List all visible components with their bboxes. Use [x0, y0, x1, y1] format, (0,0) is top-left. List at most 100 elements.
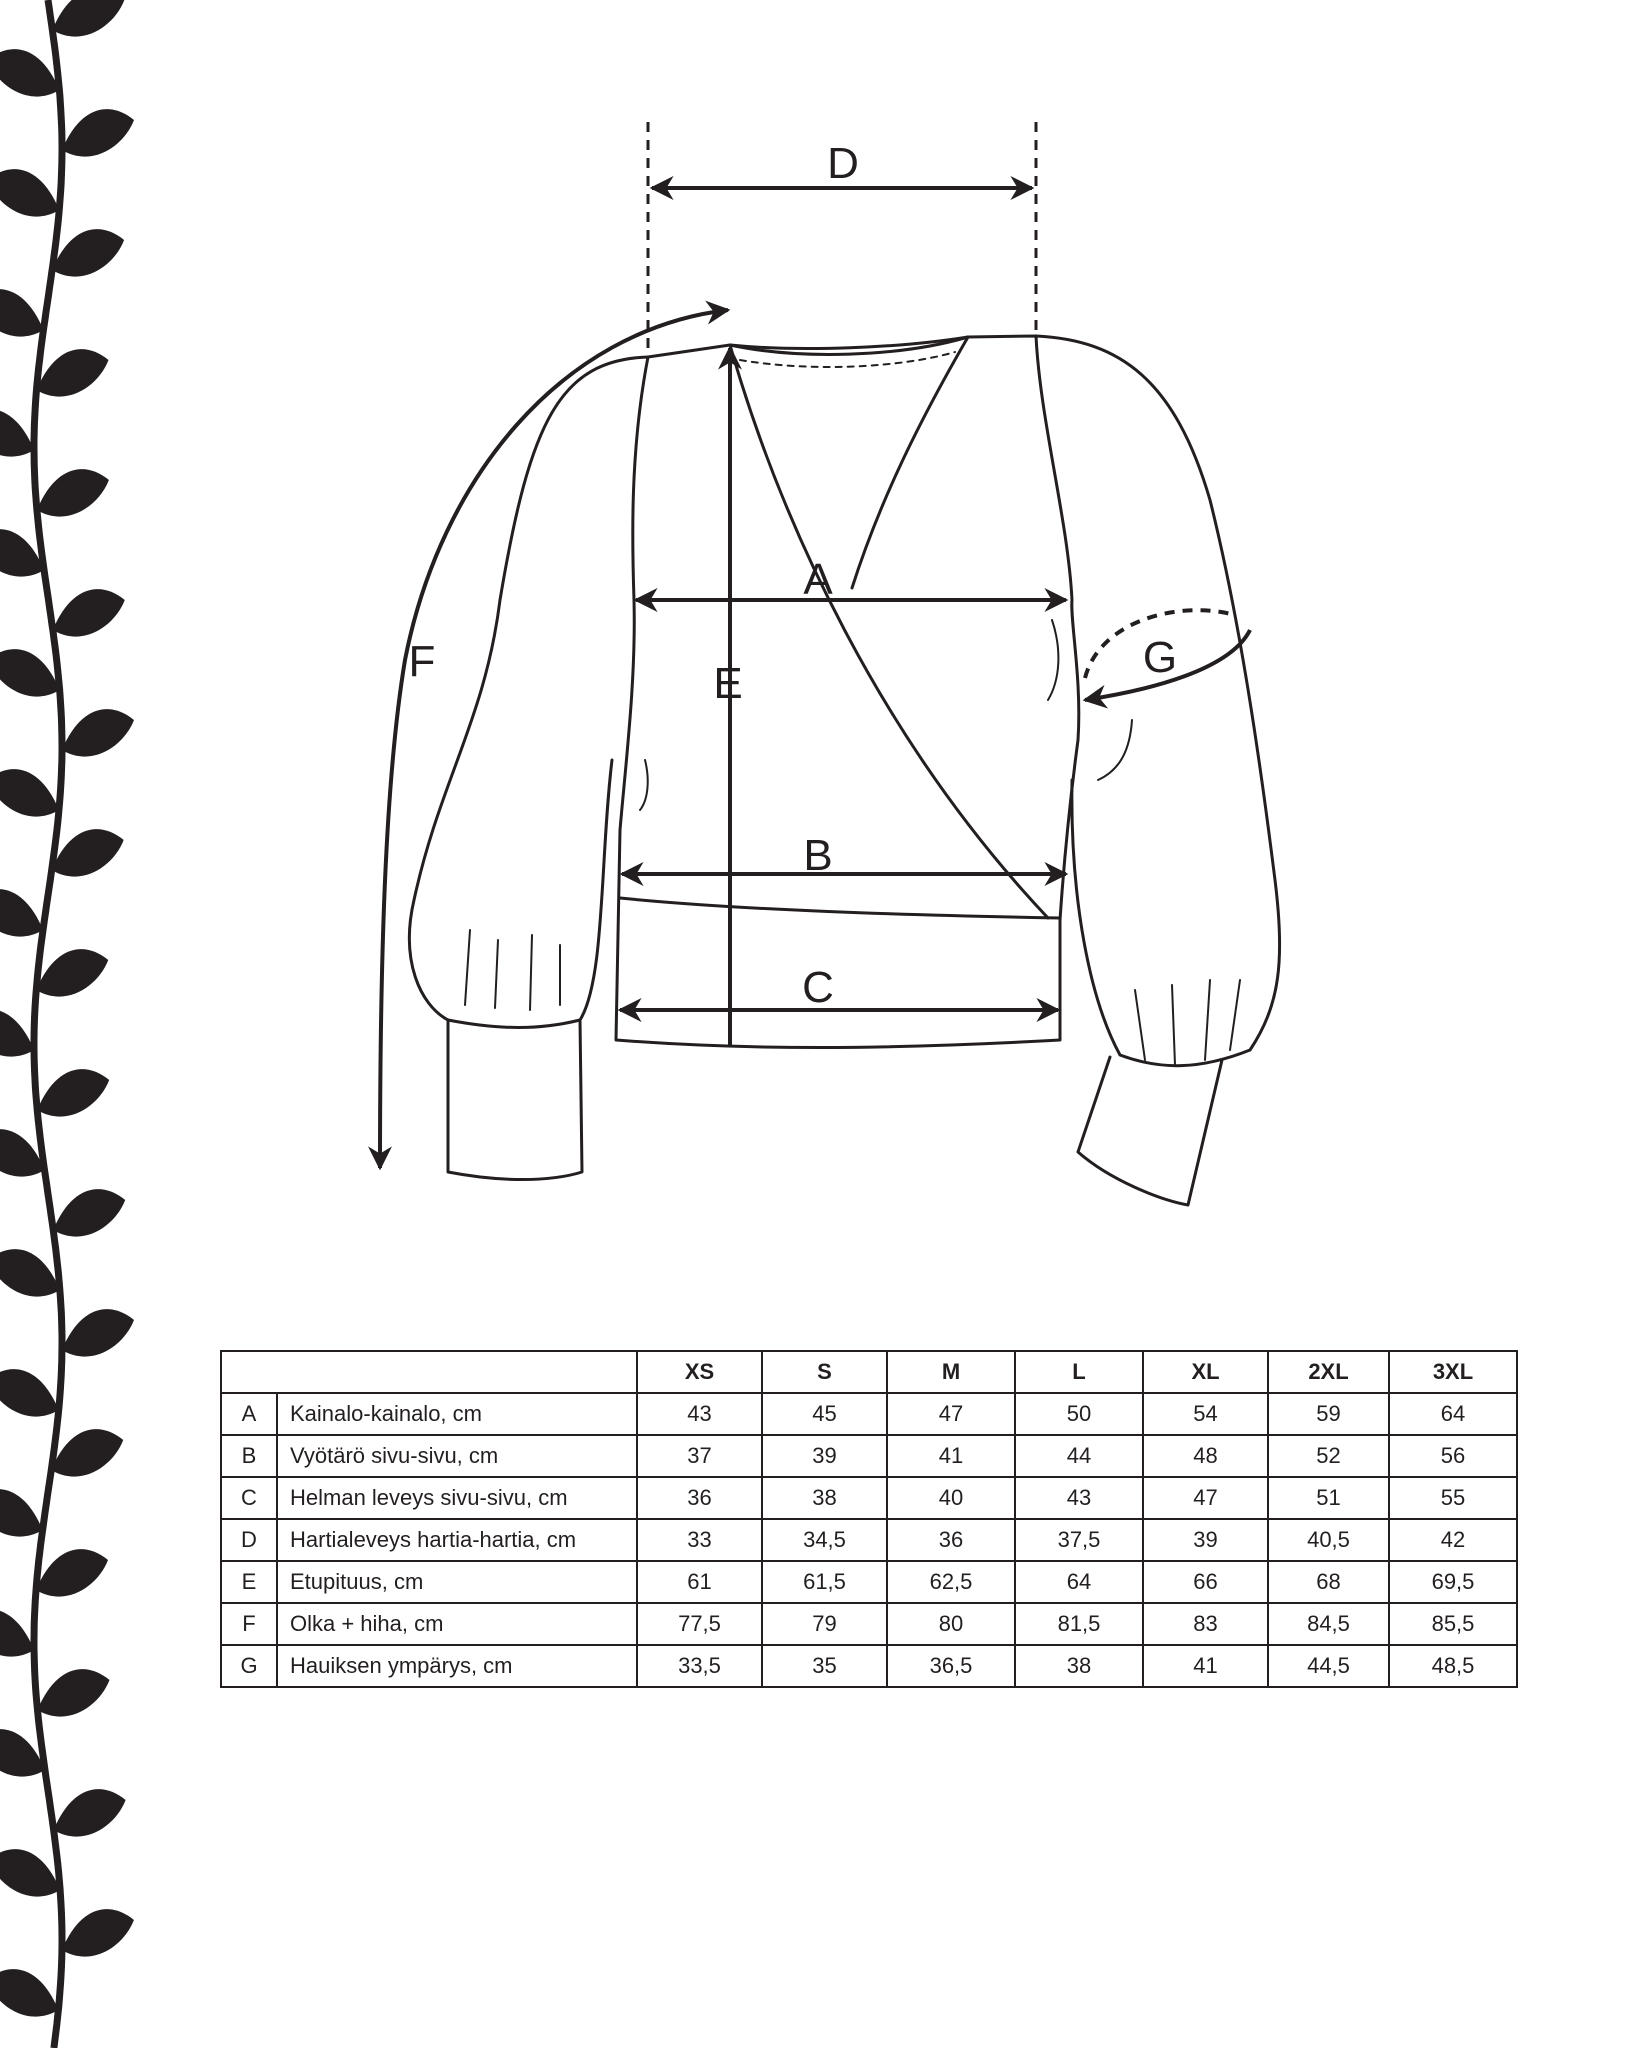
measure-arrow-g-back	[1083, 608, 1236, 679]
vine-leaf	[0, 1729, 45, 1777]
table-cell: 59	[1267, 1392, 1390, 1436]
table-cell: 77,5	[636, 1602, 763, 1646]
vine-leaf	[0, 289, 44, 337]
table-row: A Kainalo-kainalo, cm 43 45 47 50 54 59 …	[220, 1392, 1518, 1436]
table-cell: 69,5	[1388, 1560, 1518, 1604]
row-label: Vyötärö sivu-sivu, cm	[276, 1434, 638, 1478]
table-cell: 39	[1142, 1518, 1269, 1562]
right-sleeve-gathers	[1134, 979, 1241, 1066]
row-code: A	[220, 1392, 278, 1436]
size-header: 2XL	[1267, 1350, 1390, 1394]
size-chart-table: XS S M L XL 2XL 3XL A Kainalo-kainalo, c…	[220, 1350, 1518, 1688]
table-cell: 39	[761, 1434, 888, 1478]
table-cell: 38	[1014, 1644, 1144, 1688]
table-cell: 80	[886, 1602, 1016, 1646]
table-cell: 52	[1267, 1434, 1390, 1478]
size-header: XS	[636, 1350, 763, 1394]
vine-leaf	[51, 829, 124, 877]
label-f: F	[409, 637, 436, 686]
left-cuff	[446, 1018, 584, 1181]
vine-leaf	[37, 1069, 110, 1117]
vine-leaf	[36, 469, 109, 517]
vine-stem	[30, 0, 66, 2048]
table-row: G Hauiksen ympärys, cm 33,5 35 36,5 38 4…	[220, 1644, 1518, 1688]
table-row: D Hartialeveys hartia-hartia, cm 33 34,5…	[220, 1518, 1518, 1562]
table-cell: 35	[761, 1644, 888, 1688]
size-header: XL	[1142, 1350, 1269, 1394]
table-cell: 38	[761, 1476, 888, 1520]
table-cell: 40	[886, 1476, 1016, 1520]
wrap-line-upper	[850, 335, 970, 590]
label-d: D	[827, 139, 859, 188]
vine-leaf	[36, 949, 109, 997]
size-header: S	[761, 1350, 888, 1394]
table-cell: 68	[1267, 1560, 1390, 1604]
row-label: Hauiksen ympärys, cm	[276, 1644, 638, 1688]
vine-leaf	[37, 1669, 110, 1717]
table-cell: 81,5	[1014, 1602, 1144, 1646]
row-code: E	[220, 1560, 278, 1604]
label-c: C	[802, 963, 834, 1012]
table-cell: 34,5	[761, 1518, 888, 1562]
table-row: B Vyötärö sivu-sivu, cm 37 39 41 44 48 5…	[220, 1434, 1518, 1478]
table-cell: 36	[636, 1476, 763, 1520]
table-cell: 79	[761, 1602, 888, 1646]
vine-leaf	[52, 229, 125, 277]
waistband-seam	[618, 896, 1062, 920]
neckline-stitch	[739, 351, 956, 368]
table-cell: 41	[886, 1434, 1016, 1478]
table-cell: 64	[1014, 1560, 1144, 1604]
vine-leaf	[53, 1189, 126, 1237]
vine-leaf	[0, 1849, 61, 1897]
table-row: C Helman leveys sivu-sivu, cm 36 38 40 4…	[220, 1476, 1518, 1520]
table-cell: 43	[1014, 1476, 1144, 1520]
vine-leaf	[52, 589, 125, 637]
vine-leaf	[0, 1489, 43, 1537]
vine-leaf	[0, 1611, 35, 1657]
vine-leaf	[36, 1549, 109, 1597]
row-label: Olka + hiha, cm	[276, 1602, 638, 1646]
row-code: G	[220, 1644, 278, 1688]
row-label: Etupituus, cm	[276, 1560, 638, 1604]
label-a: A	[803, 555, 833, 604]
vine-leaf	[51, 1429, 124, 1477]
row-label: Helman leveys sivu-sivu, cm	[276, 1476, 638, 1520]
body-outline	[614, 334, 1081, 1049]
vine-leaf	[0, 1129, 45, 1177]
left-sleeve-outline	[407, 355, 650, 1029]
table-cell: 61	[636, 1560, 763, 1604]
table-cell: 40,5	[1267, 1518, 1390, 1562]
vine-leaf	[0, 49, 60, 97]
table-cell: 37,5	[1014, 1518, 1144, 1562]
table-cell: 47	[1142, 1476, 1269, 1520]
table-cell: 44,5	[1267, 1644, 1390, 1688]
table-cell: 36	[886, 1518, 1016, 1562]
label-b: B	[803, 831, 832, 880]
table-cell: 54	[1142, 1392, 1269, 1436]
vine-leaf	[61, 109, 134, 157]
table-cell: 36,5	[886, 1644, 1016, 1688]
measure-arrow-g	[1082, 629, 1252, 709]
row-code: D	[220, 1518, 278, 1562]
header-blank	[220, 1350, 638, 1394]
table-cell: 56	[1388, 1434, 1518, 1478]
table-cell: 37	[636, 1434, 763, 1478]
vine-leaf	[61, 1309, 134, 1357]
row-code: C	[220, 1476, 278, 1520]
table-cell: 84,5	[1267, 1602, 1390, 1646]
table-cell: 83	[1142, 1602, 1269, 1646]
table-cell: 48	[1142, 1434, 1269, 1478]
table-cell: 44	[1014, 1434, 1144, 1478]
vine-leaf	[53, 1789, 126, 1837]
size-header-row: XS S M L XL 2XL 3XL	[220, 1350, 1518, 1394]
neckline	[728, 335, 970, 356]
vine-leaf	[61, 1909, 134, 1957]
garment-diagram: D A E B C F G	[368, 122, 1282, 1207]
label-e: E	[713, 659, 742, 708]
table-cell: 47	[886, 1392, 1016, 1436]
vine-decoration	[0, 0, 134, 2048]
table-cell: 61,5	[761, 1560, 888, 1604]
table-row: E Etupituus, cm 61 61,5 62,5 64 66 68 69…	[220, 1560, 1518, 1604]
vine-leaf	[0, 1369, 59, 1417]
table-cell: 42	[1388, 1518, 1518, 1562]
